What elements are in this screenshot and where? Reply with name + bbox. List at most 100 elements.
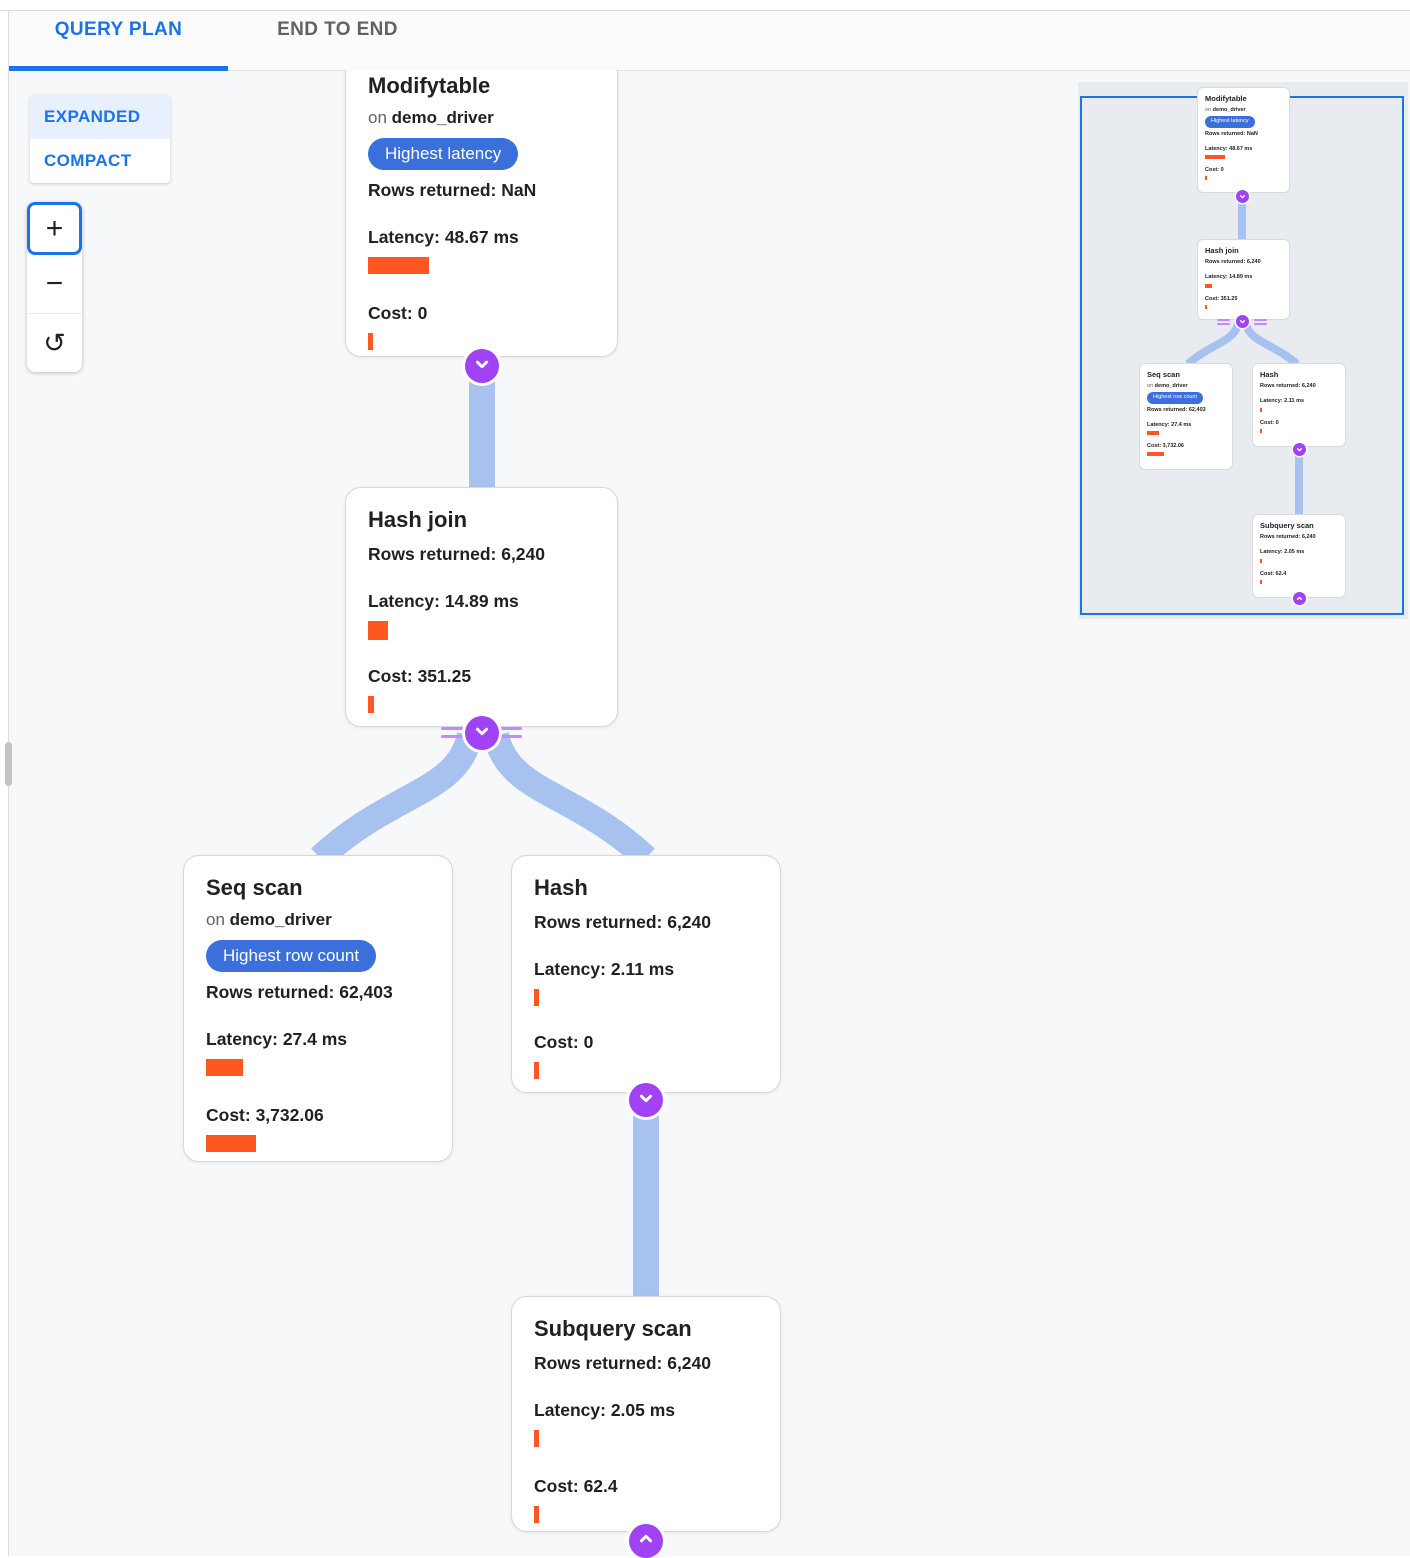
minimap-latency: Latency: 2.11 ms xyxy=(1260,398,1305,405)
collapse-toggle-hash[interactable] xyxy=(629,1083,663,1117)
minimap-cost-bar xyxy=(1205,304,1207,309)
fanout-line xyxy=(441,735,467,738)
minimap-cost-bar xyxy=(1205,176,1207,181)
panel-top-border xyxy=(0,10,1410,11)
minimap-badge: Highest row count xyxy=(1147,392,1204,404)
minimap-rows: Rows returned: 6,240 xyxy=(1260,383,1316,389)
minimap-latency: Latency: 48.67 ms xyxy=(1205,145,1253,152)
cost: Cost: 3,732.06 xyxy=(206,1105,324,1125)
tab-bar xyxy=(9,11,1410,71)
node-title: Hash join xyxy=(368,507,468,532)
cost: Cost: 0 xyxy=(368,303,428,323)
minimap-cost-bar xyxy=(1260,579,1262,584)
cost: Cost: 62.4 xyxy=(534,1476,618,1496)
minimap-cost: Cost: 3,732.06 xyxy=(1147,443,1184,449)
compact-button[interactable]: COMPACT xyxy=(44,151,132,170)
minimap-latency: Latency: 14.89 ms xyxy=(1205,274,1253,281)
node-title: Hash xyxy=(534,875,588,900)
minimap-node-title: Hash xyxy=(1260,370,1279,379)
rows-returned: Rows returned: 62,403 xyxy=(206,982,393,1002)
minimap-fanout-line xyxy=(1254,319,1267,321)
edge-modifytable-hashjoin xyxy=(469,372,495,487)
latency: Latency: 2.11 ms xyxy=(534,959,675,979)
node-hash-join[interactable]: Hash join Rows returned: 6,240 Latency: … xyxy=(345,487,618,727)
collapse-toggle-hash-join[interactable] xyxy=(465,716,499,750)
latency: Latency: 2.05 ms xyxy=(534,1400,676,1420)
active-tab-underline xyxy=(9,66,228,71)
cost-bar xyxy=(534,1506,539,1523)
minimap-node-subquery-scan: Subquery scan Rows returned: 6,240 Laten… xyxy=(1252,514,1346,598)
table-name: demo_driver xyxy=(391,108,494,127)
minus-icon: − xyxy=(45,267,64,300)
minimap-table-line: on demo_driver xyxy=(1205,107,1246,113)
node-seq-scan[interactable]: Seq scan on demo_driver Highest row coun… xyxy=(183,855,453,1162)
edge-fan-hashjoin-children xyxy=(311,731,655,868)
minimap-rows: Rows returned: 6,240 xyxy=(1260,534,1316,540)
minimap-node-title: Modifytable xyxy=(1205,94,1247,103)
chevron-down-icon xyxy=(471,720,493,747)
minimap-node-title: Hash join xyxy=(1205,246,1239,255)
reset-zoom-icon: ↺ xyxy=(43,327,66,358)
expanded-button[interactable]: EXPANDED xyxy=(30,95,170,139)
minimap-latency: Latency: 27.4 ms xyxy=(1147,421,1192,428)
vertical-scrollbar-thumb[interactable] xyxy=(5,742,12,786)
tab-query-plan[interactable]: QUERY PLAN xyxy=(54,19,183,40)
minimap-collapse-toggle xyxy=(1293,443,1306,456)
plus-icon: + xyxy=(45,211,64,245)
cost-bar xyxy=(534,1062,539,1079)
rows-returned: Rows returned: 6,240 xyxy=(368,544,545,564)
minimap-edge xyxy=(1295,450,1303,515)
minimap-node-title: Seq scan xyxy=(1147,370,1180,379)
node-title: Subquery scan xyxy=(534,1316,692,1341)
minimap-table-line: on demo_driver xyxy=(1147,383,1188,389)
zoom-in-button[interactable]: + xyxy=(27,202,82,255)
minimap-edge-fan xyxy=(1185,322,1300,368)
minimap-edge xyxy=(1238,193,1246,240)
latency: Latency: 27.4 ms xyxy=(206,1029,348,1049)
zoom-controls-divider xyxy=(27,313,82,314)
minimap-rows: Rows returned: 62,403 xyxy=(1147,406,1206,413)
expand-toggle-subquery-scan[interactable] xyxy=(629,1524,663,1558)
node-subquery-scan[interactable]: Subquery scan Rows returned: 6,240 Laten… xyxy=(511,1296,781,1532)
latency-bar xyxy=(206,1059,243,1076)
latency: Latency: 48.67 ms xyxy=(368,227,519,247)
collapse-toggle-modifytable[interactable] xyxy=(465,349,499,383)
zoom-out-button[interactable]: − xyxy=(27,255,82,313)
cost-bar xyxy=(368,696,374,713)
node-table-line: on demo_driver xyxy=(206,909,430,931)
on-prefix: on xyxy=(206,910,225,929)
latency-bar xyxy=(368,257,429,274)
latency-bar xyxy=(534,989,539,1006)
minimap-node-title: Subquery scan xyxy=(1260,521,1314,530)
node-table-line: on demo_driver xyxy=(368,107,595,129)
minimap-fanout-line xyxy=(1217,319,1230,321)
latency: Latency: 14.89 ms xyxy=(368,591,519,611)
tab-end-to-end[interactable]: END TO END xyxy=(277,19,398,40)
minimap-collapse-toggle xyxy=(1236,315,1249,328)
minimap-cost: Cost: 351.25 xyxy=(1205,295,1238,302)
minimap-badge: Highest latency xyxy=(1205,116,1255,128)
minimap-cost: Cost: 0 xyxy=(1205,167,1224,173)
node-hash[interactable]: Hash Rows returned: 6,240 Latency: 2.11 … xyxy=(511,855,781,1093)
chevron-down-icon xyxy=(635,1087,657,1114)
minimap-cost: Cost: 0 xyxy=(1260,419,1279,426)
node-modifytable[interactable]: Modifytable on demo_driver Highest laten… xyxy=(345,70,618,357)
minimap-cost: Cost: 62.4 xyxy=(1260,570,1287,577)
edge-hash-subqueryscan xyxy=(633,1100,659,1296)
rows-returned: Rows returned: 6,240 xyxy=(534,1353,711,1373)
minimap-latency-bar xyxy=(1260,558,1262,563)
minimap-latency-bar xyxy=(1147,431,1159,435)
minimap-cost-bar xyxy=(1147,452,1164,457)
minimap-latency-bar xyxy=(1260,407,1262,412)
minimap-collapse-toggle xyxy=(1236,190,1249,203)
node-title: Seq scan xyxy=(206,875,303,900)
minimap-node-hash: Hash Rows returned: 6,240 Latency: 2.11 … xyxy=(1252,363,1346,447)
highest-row-count-badge: Highest row count xyxy=(206,940,377,972)
cost: Cost: 0 xyxy=(534,1032,594,1052)
cost: Cost: 351.25 xyxy=(368,666,472,686)
view-toggle: EXPANDED COMPACT xyxy=(30,95,170,183)
minimap-node-modifytable: Modifytable on demo_driver Highest laten… xyxy=(1197,87,1290,193)
cost-bar xyxy=(368,333,373,350)
fanout-line xyxy=(441,727,467,730)
zoom-reset-button[interactable]: ↺ xyxy=(27,314,82,372)
